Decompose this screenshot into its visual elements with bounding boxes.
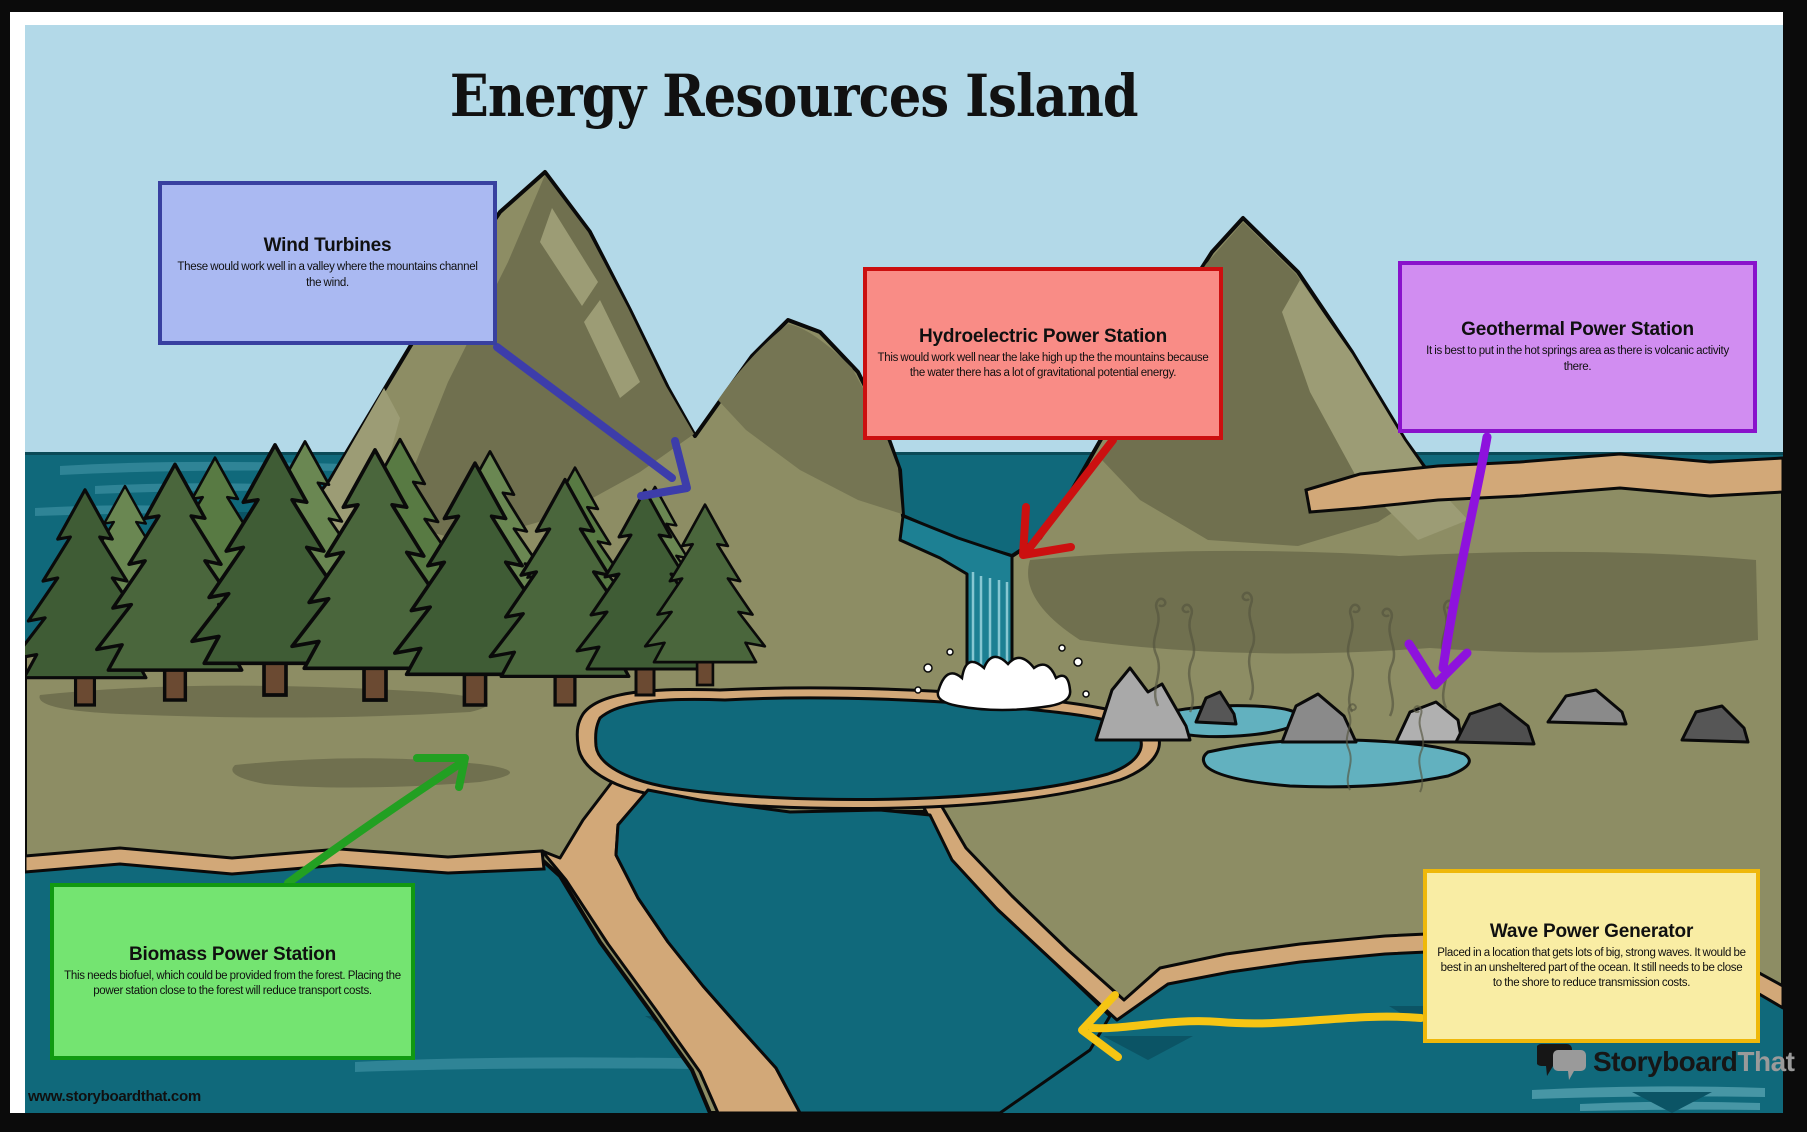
waterfall-splash [936,655,1072,712]
callout-body: This would work well near the lake high … [877,351,1209,379]
logo-text-that: That [1737,1046,1795,1077]
cliff-base-shadow [1028,550,1758,654]
river [614,788,1112,1113]
geothermal-arrow [1404,432,1492,690]
watermark-url: www.storyboardthat.com [28,1088,201,1105]
callout-body: Placed in a location that gets lots of b… [1437,946,1746,990]
callout-body: This needs biofuel, which could be provi… [64,969,401,997]
callout-title: Biomass Power Station [129,943,336,965]
hot-springs [1094,591,1750,794]
horizon-line [25,452,1783,455]
callout-body: These would work well in a valley where … [177,261,478,289]
rocks [1094,666,1750,746]
middle-mountain-shadow [718,324,902,514]
callout-title: Wave Power Generator [1489,920,1694,942]
speech-bubbles-icon [1537,1044,1586,1080]
rock [1680,704,1750,744]
coast-sand-left [25,846,546,876]
biomass-arrow [284,754,469,887]
callout-geothermal: Geothermal Power Station It is best to p… [1398,261,1757,433]
page-title-text: Energy Resources Island [450,62,1139,130]
waterfall [898,514,1090,712]
callout-hydroelectric: Hydroelectric Power Station This would w… [863,267,1223,440]
callout-arrows [284,343,1492,1061]
callout-body: It is best to put in the hot springs are… [1426,345,1729,373]
wave-arrow [1078,991,1425,1061]
rock [1454,702,1536,746]
splash-droplets [914,644,1090,698]
rock [1394,700,1464,744]
callout-wave-power: Wave Power Generator Placed in a locatio… [1423,869,1760,1043]
hydroelectric-arrow [1019,436,1117,559]
wind-arrow [493,343,691,500]
logo-text: StoryboardThat [1593,1046,1795,1078]
left-mountain-shadow [392,175,694,542]
rock [1194,690,1238,726]
storyboardthat-logo: StoryboardThat [1537,1040,1795,1084]
callout-wind-turbines: Wind Turbines These would work well in a… [158,181,497,345]
logo-text-storyboard: Storyboard [1593,1046,1738,1077]
callout-title: Wind Turbines [263,235,392,257]
far-shore-sand [1304,452,1783,514]
callout-biomass: Biomass Power Station This needs biofuel… [50,883,415,1060]
callout-title: Geothermal Power Station [1461,319,1694,341]
left-mountain-highlight [540,208,640,398]
callout-title: Hydroelectric Power Station [918,325,1167,347]
page-title: Energy Resources Island [25,62,1563,130]
rock [1280,692,1358,744]
rock [1546,688,1628,726]
hot-spring-pool-large [1201,738,1471,789]
lake [594,696,1143,801]
